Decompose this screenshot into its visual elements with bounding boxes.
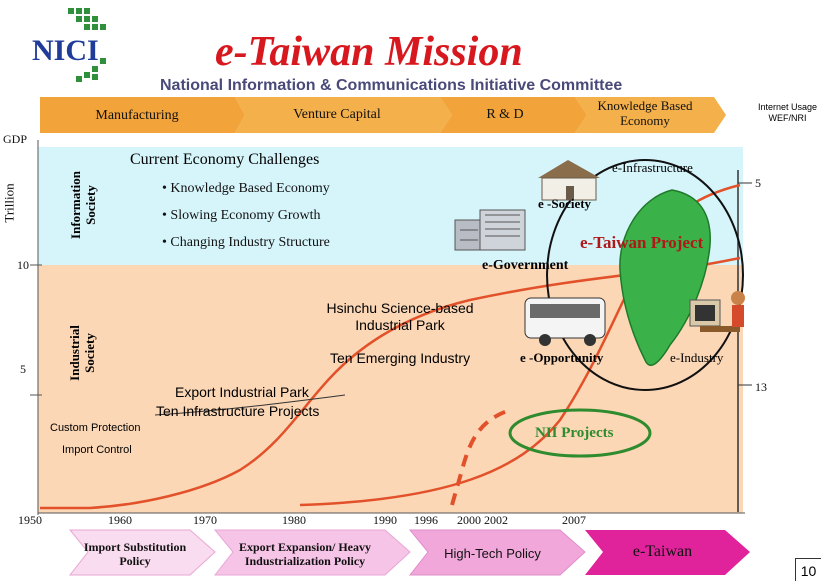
taiwan-island-icon xyxy=(619,189,711,366)
band-venture-capital xyxy=(235,97,452,133)
hsinchu-label: Hsinchu Science-based Industrial Park xyxy=(326,300,474,333)
page-number: 10 xyxy=(795,558,821,581)
e-government-label: e-Government xyxy=(482,258,569,273)
year-label: 2000 2002 xyxy=(457,513,508,527)
e-infrastructure-label: e-Infrastructure xyxy=(612,160,693,175)
band-rd xyxy=(440,97,587,133)
e-society-label: e -Society xyxy=(538,196,592,211)
challenge-item: • Slowing Economy Growth xyxy=(162,208,321,223)
year-label: 1980 xyxy=(282,513,306,527)
band-knowledge xyxy=(575,97,726,133)
challenges-heading: Current Economy Challenges xyxy=(130,151,320,168)
bus-icon xyxy=(524,297,606,346)
trillion-label: Trillion xyxy=(1,183,17,223)
band-knowledge-label: Knowledge Based Economy xyxy=(597,98,693,128)
house-icon xyxy=(538,160,600,201)
year-label: 1990 xyxy=(373,513,397,527)
era-export-label: Export Expansion/ Heavy Industrializatio… xyxy=(238,540,372,568)
industrial-society-label: Industrial Society xyxy=(67,325,97,381)
page-title: e-Taiwan Mission xyxy=(215,29,523,75)
era-arrow-etaiwan xyxy=(585,530,750,575)
import-control-label: Import Control xyxy=(62,444,132,456)
era-arrow-export xyxy=(213,529,411,576)
gdp-label: GDP xyxy=(3,132,28,146)
custom-protection-label: Custom Protection xyxy=(50,422,141,434)
era-import-label: Import Substitution Policy xyxy=(83,540,187,568)
year-label: 1960 xyxy=(108,513,132,527)
challenge-item: • Changing Industry Structure xyxy=(162,235,330,250)
e-opportunity-label: e -Opportunity xyxy=(520,350,604,365)
computer-user-icon xyxy=(689,291,745,332)
e-taiwan-project-label: e-Taiwan Project xyxy=(580,233,704,252)
export-park-label: Export Industrial Park xyxy=(175,384,309,400)
year-label: 1970 xyxy=(193,513,217,527)
e-taiwan-ellipse xyxy=(546,159,744,391)
e-industry-label: e-Industry xyxy=(670,350,724,365)
band-manufacturing-label: Manufacturing xyxy=(95,108,179,123)
year-label: 2007 xyxy=(562,513,586,527)
internet-usage-label: Internet Usage WEF/NRI xyxy=(757,102,818,123)
challenge-item: • Knowledge Based Economy xyxy=(162,181,330,196)
logo-text: NICI xyxy=(32,34,99,67)
information-society-label: Information Society xyxy=(68,171,98,239)
ten-infra-line xyxy=(154,394,346,416)
right-value-top: 5 xyxy=(755,176,761,190)
y-tick-10-label: 10 xyxy=(17,258,29,272)
band-manufacturing xyxy=(40,97,245,133)
nii-ellipse xyxy=(508,408,652,458)
band-venture-capital-label: Venture Capital xyxy=(293,107,381,122)
year-label: 1996 xyxy=(414,513,438,527)
ten-infra-label: Ten Infrastructure Projects xyxy=(156,403,320,419)
year-label: 1950 xyxy=(18,513,42,527)
nici-logo: NICI xyxy=(18,6,118,86)
ten-emerging-label: Ten Emerging Industry xyxy=(330,350,471,366)
band-rd-label: R & D xyxy=(486,107,524,122)
era-arrow-hightech xyxy=(408,529,586,576)
government-building-icon xyxy=(454,209,526,251)
page-subtitle: National Information & Communications In… xyxy=(160,77,623,94)
y-tick-5-label: 5 xyxy=(20,362,26,376)
dashed-projection xyxy=(450,408,511,506)
era-etaiwan-label: e-Taiwan xyxy=(632,543,693,560)
era-arrow-import xyxy=(68,529,216,576)
era-hightech-label: High-Tech Policy xyxy=(444,546,541,561)
right-value-bottom: 13 xyxy=(755,380,767,394)
nii-projects-label: NII Projects xyxy=(535,425,614,441)
